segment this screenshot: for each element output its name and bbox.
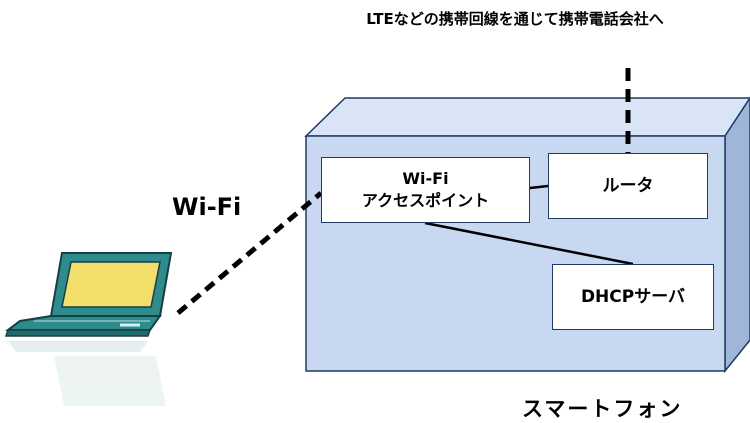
access-point-label-line1: Wi-Fi	[402, 169, 449, 189]
link-ap-dhcp	[424, 221, 634, 266]
access-point-box: Wi-Fi アクセスポイント	[321, 157, 530, 223]
smartphone-block	[304, 96, 750, 374]
wifi-label: Wi-Fi	[172, 193, 242, 221]
link-ap-router	[529, 184, 549, 190]
router-label: ルータ	[602, 175, 654, 196]
dhcp-server-box: DHCPサーバ	[552, 264, 714, 330]
dhcp-server-label: DHCPサーバ	[580, 286, 686, 307]
router-box: ルータ	[548, 153, 708, 219]
laptop-icon	[4, 252, 173, 406]
smartphone-top-face	[304, 97, 750, 137]
smartphone-label: スマートフォン	[522, 397, 683, 421]
access-point-label-line2: アクセスポイント	[361, 191, 490, 210]
carrier-link-caption: LTEなどの携帯回線を通じて携帯電話会社へ	[366, 10, 664, 28]
smartphone-side-face	[724, 96, 750, 374]
wifi-link-dashed	[176, 191, 323, 315]
